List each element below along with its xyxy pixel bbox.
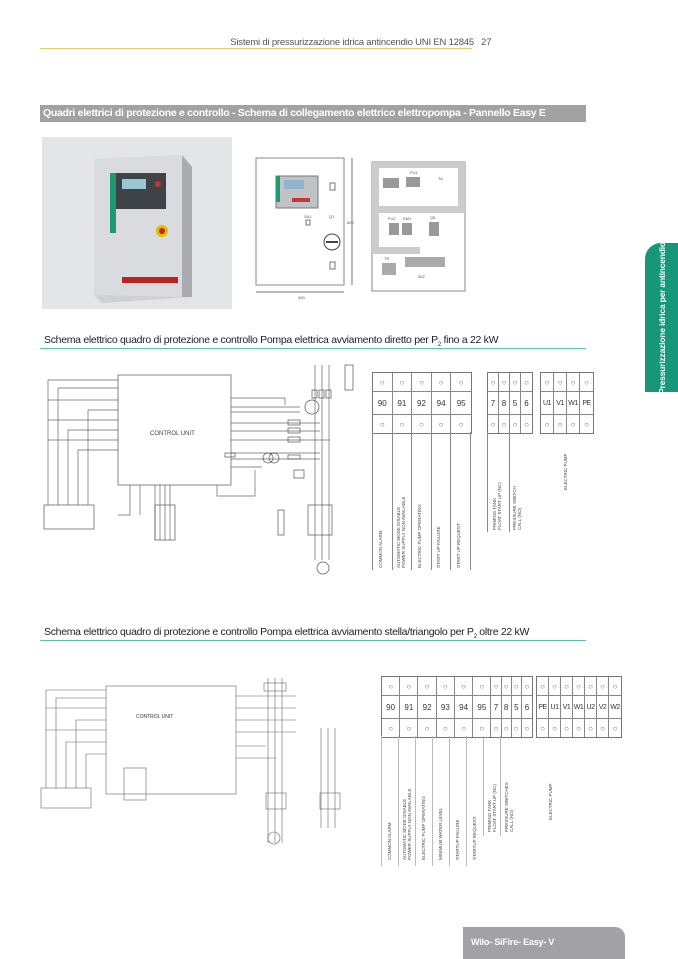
terminal-block-pump-2: ○PE○ ○U1○ ○V1○ ○W1○ ○U2○ ○V2○ ○W2○ bbox=[536, 676, 622, 738]
header-title: Sistemi di pressurizzazione idrica antin… bbox=[230, 37, 474, 48]
page-number: 27 bbox=[481, 37, 492, 48]
section-heading-direct-start: Schema elettrico quadro di protezione e … bbox=[44, 334, 499, 349]
terminal-label: PRESSURE SWITCH CALL (NO) bbox=[512, 486, 522, 530]
label-km1: KM1 bbox=[403, 216, 412, 221]
header-rule bbox=[40, 48, 472, 49]
terminal-label: PRIMING TANK FLOAT START-UP (NC) bbox=[487, 784, 497, 832]
terminal-label: ELECTRIC PUMP bbox=[548, 783, 553, 820]
label-sa1: SA1 bbox=[304, 214, 312, 219]
footer-tab: Wilo- SiFire- Easy- V bbox=[463, 927, 625, 959]
terminal-label: PRIMING TANK FLOAT START UP (NC) bbox=[492, 482, 502, 530]
terminal-block-signals-2: ○90○ ○91○ ○92○ ○93○ ○94○ ○95○ ○7○ ○8○ ○5… bbox=[381, 676, 533, 738]
wiring-diagram-direct: CONTROL UNIT bbox=[43, 364, 354, 575]
label-tr: TR bbox=[384, 256, 389, 261]
section-rule bbox=[40, 640, 586, 641]
section-heading-star-delta: Schema elettrico quadro di protezione e … bbox=[44, 626, 530, 641]
terminal-label: STARTUP FAILURE bbox=[455, 819, 460, 860]
terminal-label: AUTOMATIC MODE DISABLE POWER SUPPLY NON … bbox=[402, 788, 412, 860]
label-fu2: FU2 bbox=[388, 216, 396, 221]
control-unit-label: CONTROL UNIT bbox=[136, 714, 173, 720]
terminal-label: STARTUP REQUEST bbox=[472, 816, 477, 860]
label-q1: Q1 bbox=[329, 214, 335, 219]
terminal-label: PRESSURE SWITCHES CALL (NO) bbox=[504, 782, 514, 832]
terminal-label: MINIMUM WATER LEVEL bbox=[438, 807, 443, 860]
wiring-diagram-star-delta: CONTROL UNIT bbox=[40, 678, 341, 845]
footer-label: Wilo- SiFire- Easy- V bbox=[471, 937, 555, 947]
terminal-block-switches: ○7○ ○8○ ○5○ ○6○ bbox=[487, 372, 533, 434]
terminal-label: ELECTRIC PUMP OPERATING bbox=[421, 796, 426, 860]
terminal-label: COMMON ALARM bbox=[387, 822, 392, 860]
panel-dimension-drawings: SA1 Q1 400 600 FU1 TA FU2 KM1 Q5 TR 302 bbox=[255, 157, 466, 300]
motor-icon bbox=[267, 831, 281, 845]
control-unit-label: CONTROL UNIT bbox=[150, 431, 195, 437]
section-rule bbox=[40, 348, 586, 349]
width-dimension: 400 bbox=[298, 295, 305, 300]
terminal-block-signals: ○90○ ○91○ ○92○ ○94○ ○95○ bbox=[372, 372, 472, 434]
side-tab: Pressurizzazione idrica per antincendio bbox=[645, 241, 678, 394]
label-ta: TA bbox=[438, 176, 443, 181]
label-fu1: FU1 bbox=[410, 170, 418, 175]
terminal-block-pump: ○U1○ ○V1○ ○W1○ ○PE○ bbox=[540, 372, 594, 434]
label-q5: Q5 bbox=[430, 215, 436, 220]
inner-dimension: 302 bbox=[418, 274, 425, 279]
motor-icon bbox=[316, 561, 330, 575]
terminal-label: START UP REQUEST bbox=[456, 523, 461, 568]
terminal-label: ELECTRIC PUMP bbox=[563, 453, 568, 490]
terminal-label: ELECTRIC PUMP OPERATING bbox=[417, 504, 422, 568]
panel-photo bbox=[42, 137, 232, 309]
section-title-bar: Quadri elettrici di protezione e control… bbox=[40, 105, 586, 122]
height-dimension: 600 bbox=[347, 220, 354, 225]
terminal-label: AUTOMATIC MODE DISABLE POWER SUPPLY NON … bbox=[396, 496, 406, 568]
terminal-label: COMMON ALARM bbox=[378, 530, 383, 568]
terminal-label: START UP FAILURE bbox=[436, 526, 441, 568]
side-tab-label: Pressurizzazione idrica per antincendio bbox=[656, 241, 667, 394]
